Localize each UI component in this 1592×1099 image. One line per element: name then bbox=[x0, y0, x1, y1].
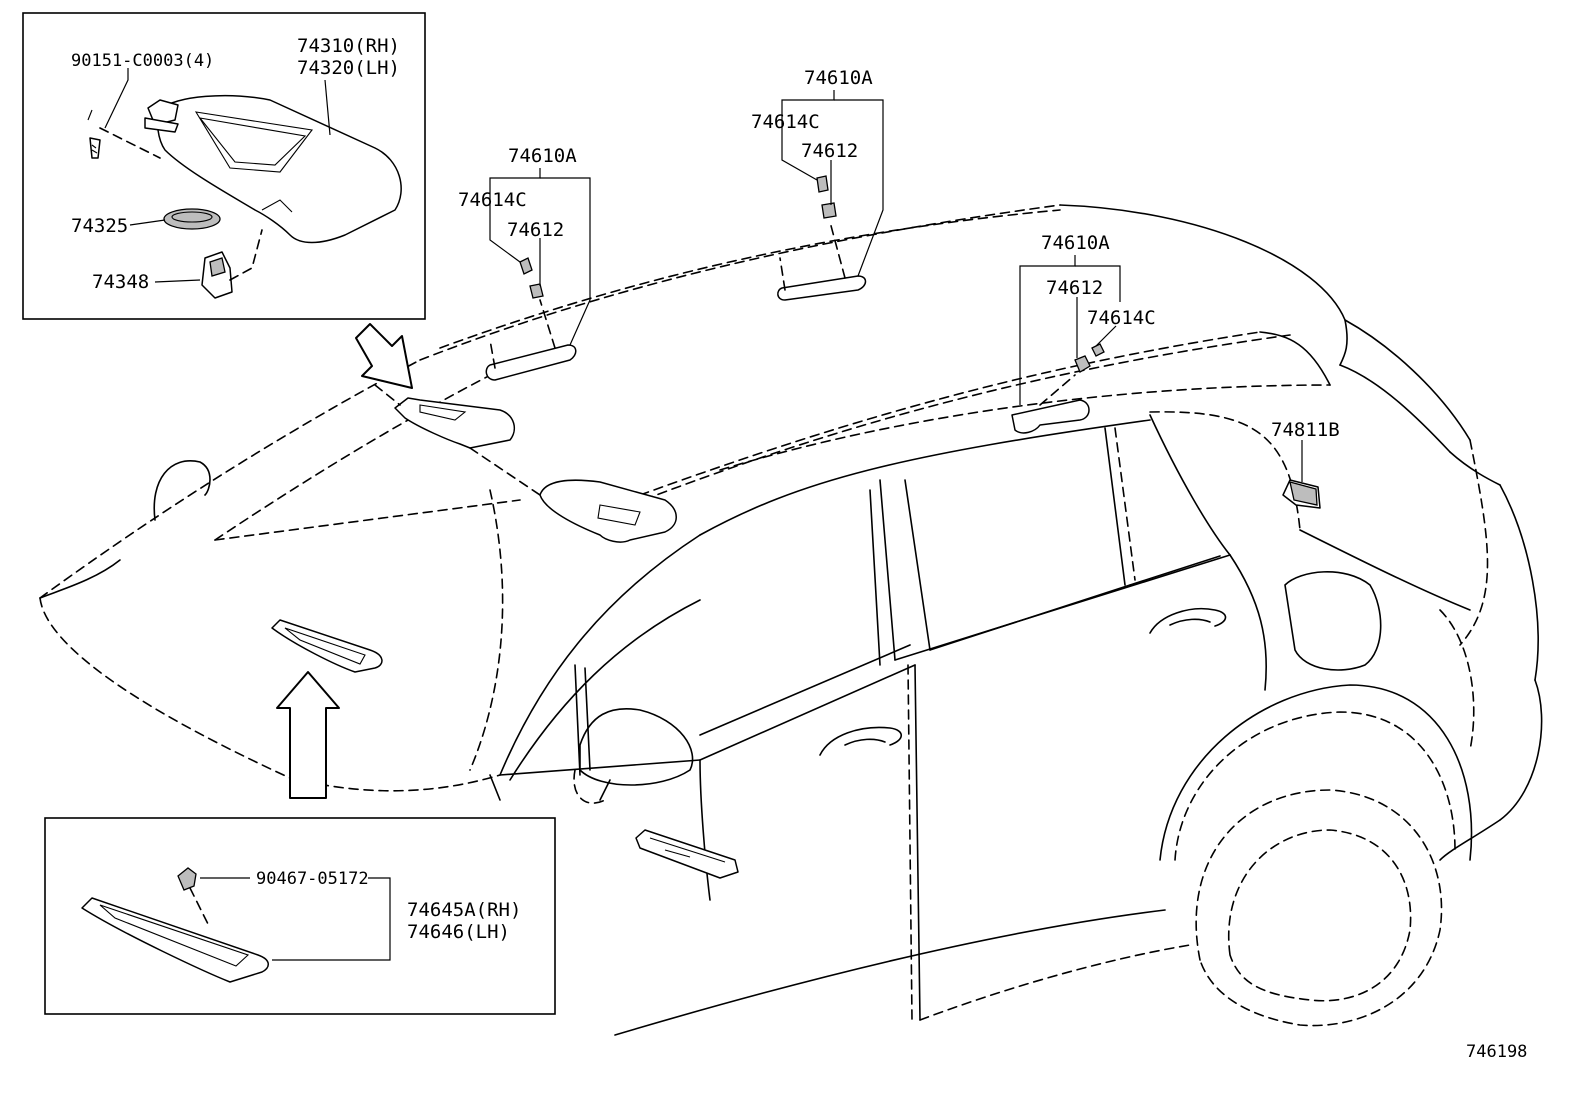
label-pillar-lh: 74646(LH) bbox=[407, 921, 510, 943]
pillar-garnish-installed bbox=[271, 619, 383, 673]
label-grip-c-cap: 74614C bbox=[1087, 307, 1156, 329]
mirror-cover bbox=[163, 208, 221, 230]
label-grip-c-bracket: 74612 bbox=[1046, 277, 1103, 299]
assist-grip-front-left bbox=[485, 299, 577, 381]
arrow-to-pillar-inset bbox=[276, 671, 340, 799]
sun-visor-installed-upper bbox=[374, 384, 541, 496]
assist-grip-center bbox=[777, 221, 867, 301]
label-pillar-rh: 74645A(RH) bbox=[407, 899, 521, 921]
label-grip-a-bracket: 74612 bbox=[507, 219, 564, 241]
pillar-garnish-inset bbox=[44, 817, 556, 1015]
assist-grip-rear bbox=[1011, 374, 1090, 434]
direction-arrows bbox=[276, 323, 413, 799]
label-grip-a-assy: 74610A bbox=[508, 145, 577, 167]
lower-trim-part bbox=[635, 829, 739, 879]
sun-visor bbox=[156, 94, 402, 244]
label-visor-holder: 74348 bbox=[92, 271, 149, 293]
visor-holder bbox=[201, 251, 233, 299]
label-grip-b-bracket: 74612 bbox=[801, 140, 858, 162]
sun-visor-inset bbox=[22, 12, 426, 320]
callout-labels: 90151-C0003(4) 74310(RH) 74320(LH) 74325… bbox=[71, 35, 1527, 1062]
sun-visor-installed-lower bbox=[539, 479, 677, 543]
label-clip: 90467-05172 bbox=[256, 869, 369, 889]
grip-clips bbox=[519, 175, 1105, 373]
illustration-number: 746198 bbox=[1466, 1042, 1527, 1062]
label-visor-rh: 74310(RH) bbox=[297, 35, 400, 57]
visor-screw bbox=[89, 137, 101, 159]
rear-cover-part bbox=[1282, 479, 1321, 509]
label-rear-part: 74811B bbox=[1271, 419, 1340, 441]
label-visor-screw: 90151-C0003(4) bbox=[71, 51, 214, 71]
arrow-to-visor-inset bbox=[355, 323, 413, 389]
label-grip-b-cap: 74614C bbox=[751, 111, 820, 133]
grip-leaders bbox=[489, 90, 1303, 482]
clip-90467 bbox=[177, 867, 197, 891]
label-grip-b-assy: 74610A bbox=[804, 67, 873, 89]
label-grip-a-cap: 74614C bbox=[458, 189, 527, 211]
installed-parts bbox=[271, 175, 1321, 879]
label-visor-lh: 74320(LH) bbox=[297, 57, 400, 79]
vehicle-outline bbox=[39, 204, 1543, 1036]
pillar-garnish bbox=[81, 897, 269, 983]
label-grip-c-assy: 74610A bbox=[1041, 232, 1110, 254]
label-mirror-cover: 74325 bbox=[71, 215, 128, 237]
